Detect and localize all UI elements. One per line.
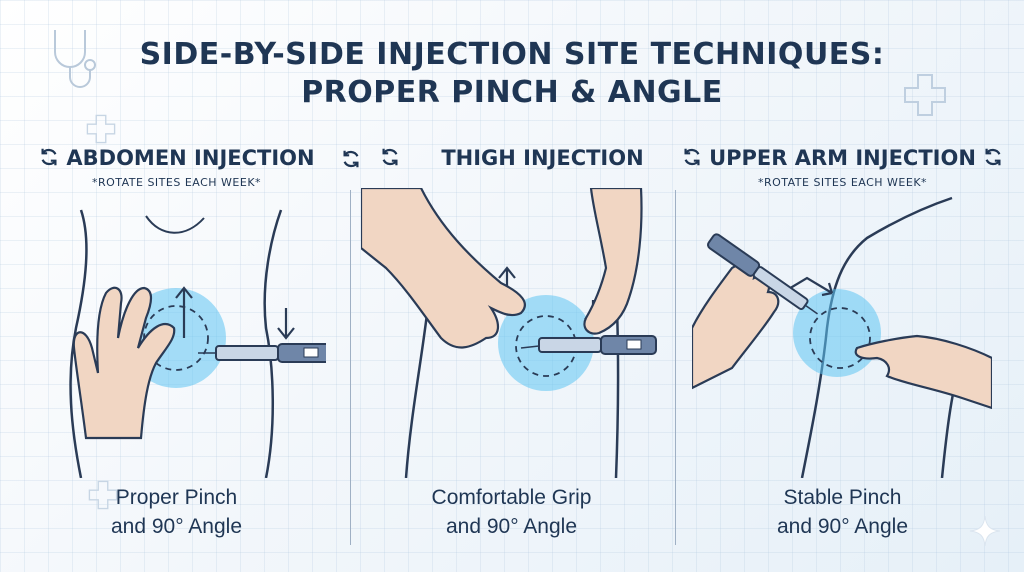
abdomen-illustration bbox=[69, 209, 326, 478]
down-arrow-icon bbox=[277, 308, 295, 340]
rotate-note: *ROTATE SITES EACH WEEK* bbox=[91, 176, 262, 189]
caption-line-1: Proper Pinch bbox=[115, 486, 238, 509]
panel-divider bbox=[675, 190, 676, 545]
injection-pen bbox=[520, 335, 657, 355]
caption-line-1: Stable Pinch bbox=[783, 486, 902, 509]
injection-pen bbox=[707, 233, 818, 315]
thigh-caption: Comfortable Grip and 90° Angle bbox=[341, 483, 682, 541]
hand-illustration bbox=[72, 286, 176, 440]
hand-illustration bbox=[361, 188, 526, 349]
upper-arm-heading-text: UPPER ARM INJECTION bbox=[709, 146, 976, 170]
panel-divider bbox=[350, 190, 351, 545]
hand-illustration bbox=[854, 334, 992, 410]
title-line-2: PROPER PINCH & ANGLE bbox=[301, 75, 723, 110]
caption-line-2: and 90° Angle bbox=[445, 515, 577, 538]
upper-arm-panel: UPPER ARM INJECTION *ROTATE SITES EACH W… bbox=[672, 140, 1013, 560]
thigh-panel: THIGH INJECTION Comfortable Grip and 90°… bbox=[341, 140, 682, 560]
injection-pen bbox=[198, 343, 326, 363]
thigh-heading-text: THIGH INJECTION bbox=[441, 146, 644, 170]
sparkle-icon bbox=[969, 515, 1001, 547]
stethoscope-icon bbox=[54, 30, 96, 88]
up-arrow-icon bbox=[175, 286, 193, 338]
abdomen-caption: Proper Pinch and 90° Angle bbox=[6, 483, 347, 541]
thigh-illustration bbox=[361, 188, 657, 478]
rotate-icon bbox=[985, 148, 1001, 166]
page-title: SIDE-BY-SIDE INJECTION SITE TECHNIQUES: … bbox=[0, 36, 1024, 112]
medical-cross-icon bbox=[904, 74, 946, 116]
medical-cross-icon bbox=[86, 114, 116, 144]
rotate-icon bbox=[343, 150, 359, 168]
upper-arm-heading: UPPER ARM INJECTION bbox=[672, 146, 1013, 170]
thigh-heading: THIGH INJECTION bbox=[341, 146, 682, 170]
upper-arm-illustration bbox=[692, 196, 992, 478]
abdomen-heading: ABDOMEN INJECTION bbox=[6, 146, 347, 170]
rotate-note: *ROTATE SITES EACH WEEK* bbox=[757, 176, 928, 189]
caption-line-1: Comfortable Grip bbox=[431, 486, 592, 509]
abdomen-panel: ABDOMEN INJECTION *ROTATE SITES EACH WEE… bbox=[6, 140, 347, 560]
rotate-icon bbox=[382, 148, 398, 166]
abdomen-heading-text: ABDOMEN INJECTION bbox=[66, 146, 315, 170]
rotate-icon bbox=[41, 148, 57, 166]
title-line-1: SIDE-BY-SIDE INJECTION SITE TECHNIQUES: bbox=[139, 37, 885, 72]
upper-arm-caption: Stable Pinch and 90° Angle bbox=[672, 483, 1013, 541]
caption-line-2: and 90° Angle bbox=[110, 515, 242, 538]
caption-line-2: and 90° Angle bbox=[776, 515, 908, 538]
hand-illustration bbox=[583, 188, 643, 335]
medical-cross-icon bbox=[88, 480, 118, 510]
rotate-icon bbox=[684, 148, 700, 166]
